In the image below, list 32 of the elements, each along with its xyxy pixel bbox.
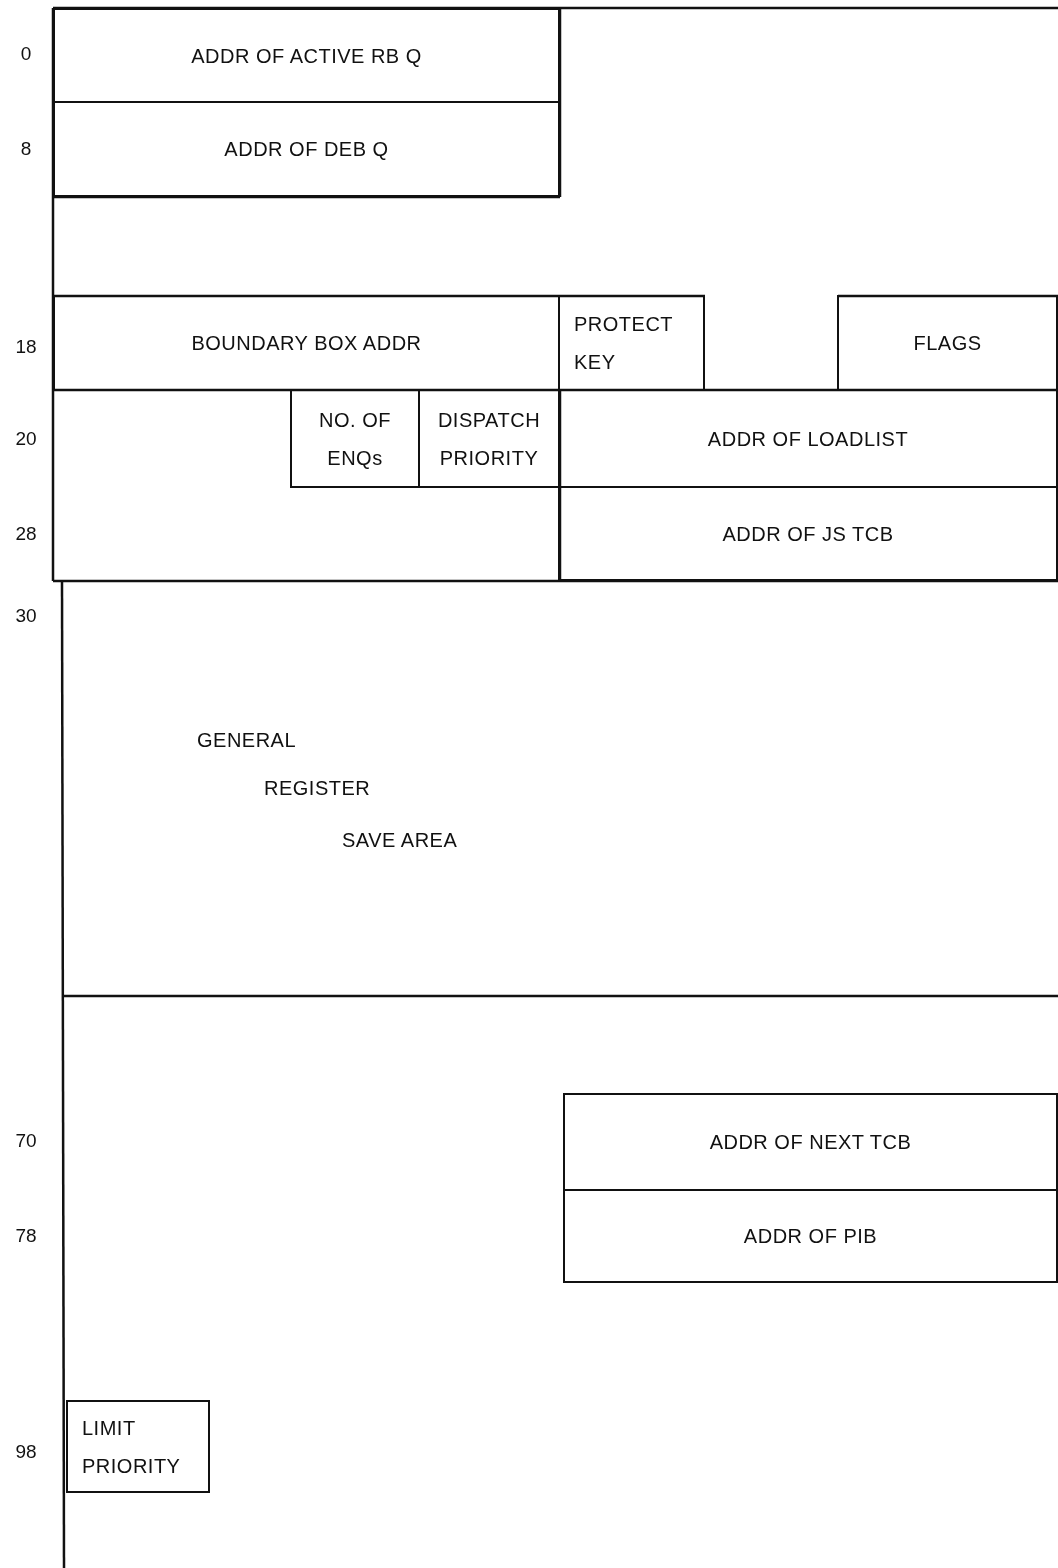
offset-label: 30 <box>14 605 38 627</box>
field-label: SAVE AREA <box>342 828 458 853</box>
field-box <box>558 486 1058 581</box>
offset-label: 20 <box>14 428 38 450</box>
field-box <box>837 295 1058 391</box>
field-label: GENERAL <box>197 728 297 753</box>
field-label: NO. OF ENQs <box>318 407 392 471</box>
offset-label: 70 <box>14 1130 38 1152</box>
offset-label: 18 <box>14 336 38 358</box>
field-box <box>290 389 420 488</box>
field-label: BOUNDARY BOX ADDR <box>190 331 423 356</box>
field-box <box>563 1189 1058 1283</box>
field-label: LIMIT PRIORITY <box>82 1415 182 1479</box>
field-label: ADDR OF DEB Q <box>223 137 390 162</box>
field-label: ADDR OF LOADLIST <box>706 426 910 452</box>
field-box <box>563 1093 1058 1191</box>
field-box <box>53 101 560 197</box>
field-label: REGISTER <box>264 776 371 801</box>
field-label: ADDR OF NEXT TCB <box>708 1130 913 1155</box>
field-label: PROTECT KEY <box>574 312 674 375</box>
offset-label: 78 <box>14 1225 38 1247</box>
offset-label: 8 <box>19 138 33 160</box>
field-label: ADDR OF PIB <box>742 1224 879 1249</box>
field-label: ADDR OF ACTIVE RB Q <box>190 43 423 69</box>
field-label: FLAGS <box>912 331 983 356</box>
field-label: ADDR OF JS TCB <box>721 521 895 547</box>
field-label: DISPATCH PRIORITY <box>436 407 542 471</box>
offset-label: 98 <box>14 1441 38 1463</box>
field-box <box>66 1400 210 1493</box>
offset-label: 28 <box>14 523 38 545</box>
offset-label: 0 <box>19 43 33 65</box>
field-box <box>53 8 560 103</box>
